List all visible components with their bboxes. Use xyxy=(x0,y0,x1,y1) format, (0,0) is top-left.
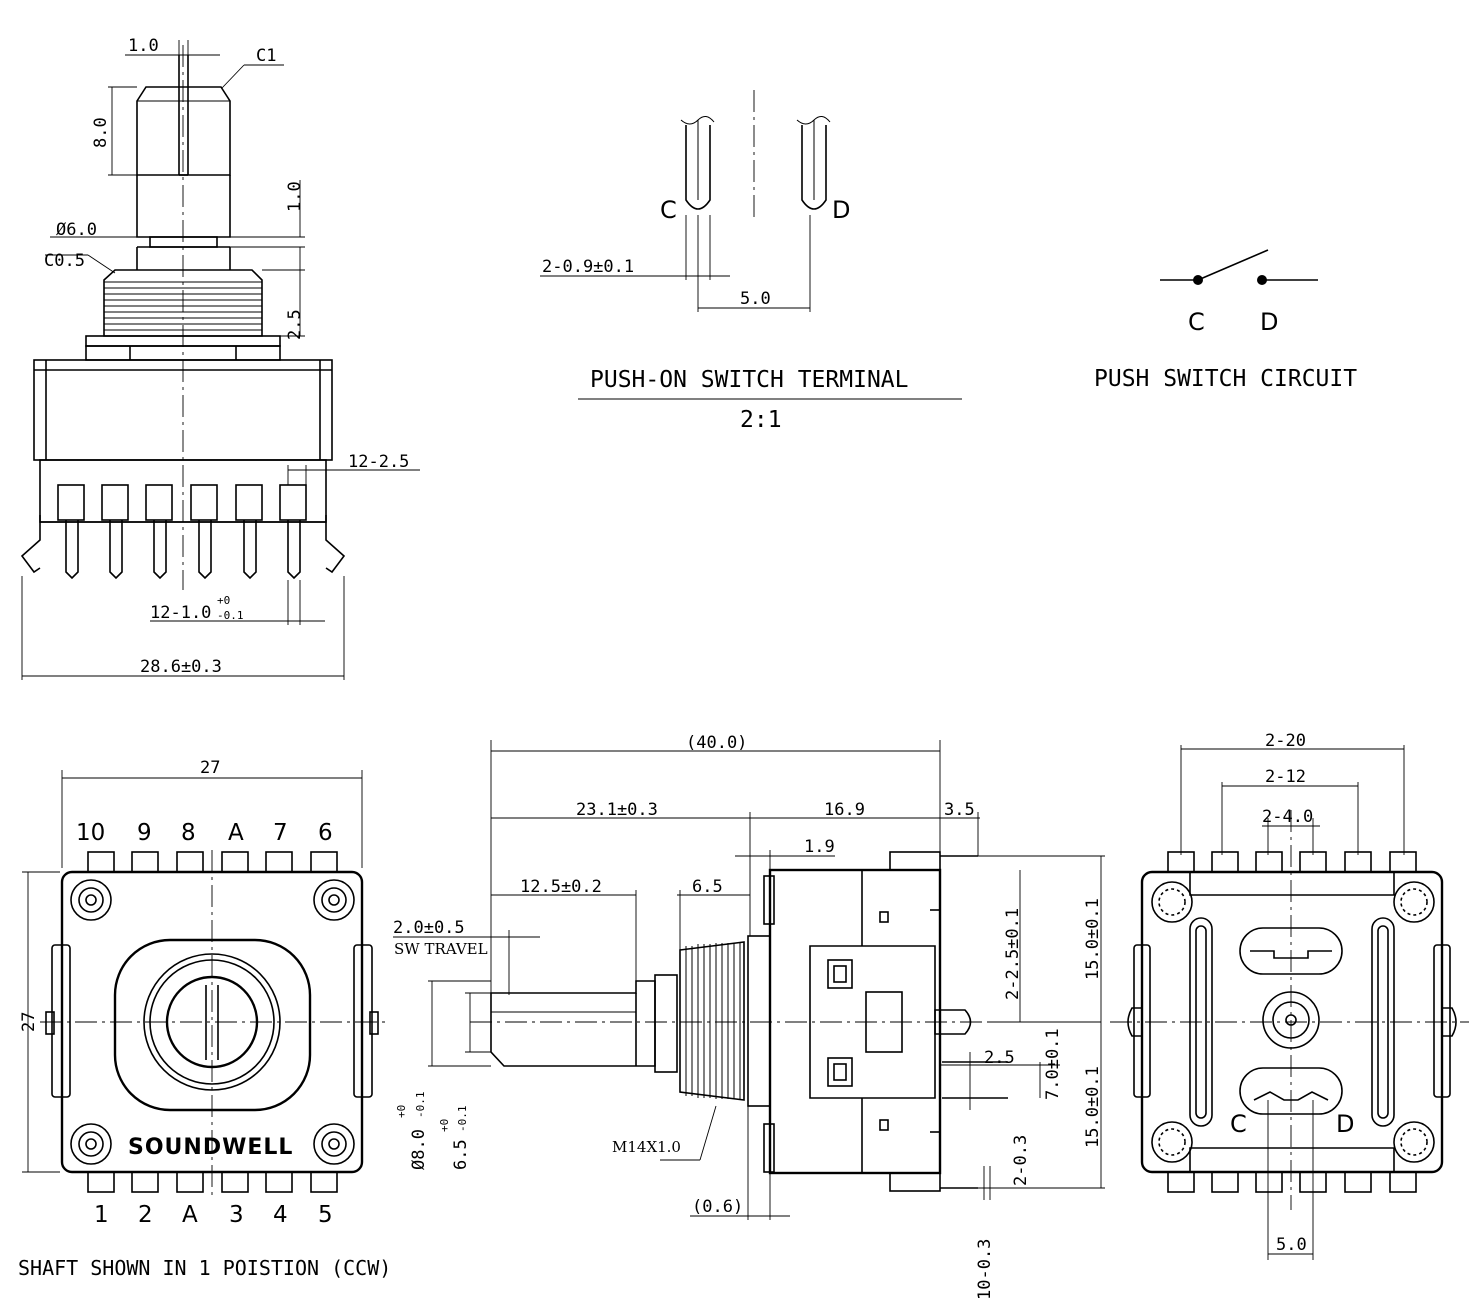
body-length-dim: 16.9 xyxy=(824,800,865,820)
pin-width-tol-lower: -0.1 xyxy=(217,609,244,622)
top-pin-label: 10 xyxy=(76,820,105,846)
lower-half-height-dim: 15.0±0.1 xyxy=(1083,1066,1103,1148)
terminal-offset-dim: 3.5 xyxy=(944,800,975,820)
shaft-position-note: SHAFT SHOWN IN 1 POISTION (CCW) xyxy=(18,1256,391,1280)
terminal-scale: 2:1 xyxy=(740,407,782,433)
flat-length-dim: 8.0 xyxy=(91,117,111,148)
sw-travel-label: SW TRAVEL xyxy=(394,940,488,958)
nut-gap-dim: (0.6) xyxy=(692,1197,743,1217)
flat-diameter-dim: 6.5 xyxy=(451,1139,471,1170)
pin-length-dim: 2.5 xyxy=(984,1048,1015,1068)
flat-diameter-tol-lower: -0.1 xyxy=(456,1106,469,1133)
pin-spacing-dim: 2-2.5±0.1 xyxy=(1003,908,1023,1000)
top-pin-label: A xyxy=(228,820,244,846)
bottom-pin-label: 4 xyxy=(273,1202,288,1228)
bottom-pin-label: 2 xyxy=(138,1202,153,1228)
top-pin-label: 9 xyxy=(137,820,152,846)
top-pin-label: 7 xyxy=(273,820,288,846)
outer-pitch-dim: 2-20 xyxy=(1265,731,1306,751)
mid-pitch-dim: 2-12 xyxy=(1265,767,1306,787)
upper-half-height-dim: 15.0±0.1 xyxy=(1083,898,1103,980)
pin-width-tol-upper: +0 xyxy=(217,594,230,607)
sw-travel-dim: 2.0±0.5 xyxy=(393,918,465,938)
pin-height-dim: 7.0±0.1 xyxy=(1043,1028,1063,1100)
pin-pitch-dim: 12-2.5 xyxy=(348,452,409,472)
switch-pitch-dim: 5.0 xyxy=(1276,1235,1307,1255)
terminal-d-label: D xyxy=(832,196,850,224)
overall-length-dim: (40.0) xyxy=(686,733,747,753)
thread-length-dim: 6.5 xyxy=(692,877,723,897)
terminal-title: PUSH-ON SWITCH TERMINAL xyxy=(590,367,909,393)
pin-thickness-dim: 2-0.3 xyxy=(1011,1135,1031,1186)
top-pin-label: 8 xyxy=(181,820,196,846)
circuit-d-label: D xyxy=(1260,308,1278,336)
slot-width-dim: 1.0 xyxy=(128,36,159,56)
inner-pitch-dim: 2-4.0 xyxy=(1262,807,1313,827)
thread-gap-dim: 2.5 xyxy=(285,309,305,340)
bottom-pin-label: A xyxy=(182,1202,198,1228)
terminal-c-label: C xyxy=(660,196,677,224)
rear-view: 2-20 2-12 2-4.0 5.0 xyxy=(1110,731,1469,1260)
shaft-diameter-dim: Ø6.0 xyxy=(56,220,97,240)
terminal-view: C D 2-0.9±0.1 5.0 PUSH-ON SWITCH TERMINA… xyxy=(540,90,962,433)
base-chamfer-dim: C0.5 xyxy=(44,251,85,271)
circuit-view: C D PUSH SWITCH CIRCUIT xyxy=(1094,249,1357,392)
top-pin-label: 6 xyxy=(318,820,333,846)
shaft-step-dim: 1.0 xyxy=(285,181,305,212)
circuit-c-label: C xyxy=(1188,308,1205,336)
bottom-pin-label: 1 xyxy=(94,1202,109,1228)
shaft-diameter-tol-lower: -0.1 xyxy=(414,1092,427,1119)
bottom-pin-label: 3 xyxy=(229,1202,244,1228)
rear-d-label: D xyxy=(1336,1110,1354,1138)
profile-view: (40.0) 23.1±0.3 16.9 3.5 1.9 12.5±0.2 6.… xyxy=(393,733,1105,1300)
shaft-diameter-dim: Ø8.0 xyxy=(409,1129,429,1170)
overall-width-dim: 28.6±0.3 xyxy=(140,657,222,677)
front-width-dim: 27 xyxy=(200,758,220,778)
bottom-pin-label: 5 xyxy=(318,1202,333,1228)
flat-diameter-tol-upper: +0 xyxy=(438,1119,451,1132)
flat-length-dim: 12.5±0.2 xyxy=(520,877,602,897)
step-dim: 1.9 xyxy=(804,837,835,857)
top-chamfer-dim: C1 xyxy=(256,46,276,66)
brand-logo: SOUNDWELL xyxy=(128,1135,293,1160)
thread-spec-label: M14X1.0 xyxy=(612,1138,681,1156)
circuit-title: PUSH SWITCH CIRCUIT xyxy=(1094,366,1357,392)
terminal-pin-width-dim: 2-0.9±0.1 xyxy=(542,257,634,277)
shaft-length-dim: 23.1±0.3 xyxy=(576,800,658,820)
shaft-diameter-tol-upper: +0 xyxy=(395,1105,408,1118)
pin-width-dim: 12-1.0 xyxy=(150,603,211,623)
front-height-dim: 27 xyxy=(19,1012,39,1032)
pin-row-thickness-dim: 10-0.3 xyxy=(975,1239,995,1300)
side-view: 1.0 C1 8.0 1.0 Ø6.0 C0.5 2.5 12-2.5 12-1… xyxy=(20,36,420,680)
rear-c-label: C xyxy=(1230,1110,1247,1138)
terminal-pin-pitch-dim: 5.0 xyxy=(740,289,771,309)
front-view: 27 27 10 9 8 A 7 6 xyxy=(18,758,391,1280)
